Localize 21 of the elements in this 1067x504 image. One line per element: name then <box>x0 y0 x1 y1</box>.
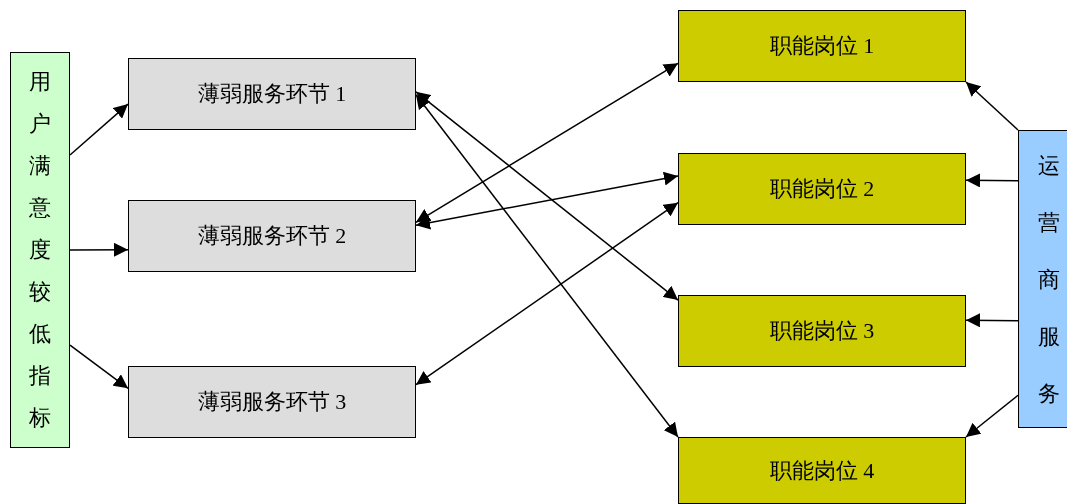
arrow <box>415 91 679 301</box>
arrow <box>965 394 1019 438</box>
arrow <box>415 62 679 224</box>
arrow <box>69 103 129 156</box>
arrow <box>415 201 679 386</box>
arrow <box>69 344 129 390</box>
role-box: 职能岗位 2 <box>678 153 966 225</box>
arrow <box>965 81 1019 131</box>
arrow <box>415 93 679 438</box>
arrow <box>69 242 129 257</box>
service-box: 运营商服务 <box>1018 130 1067 428</box>
role-box: 职能岗位 1 <box>678 10 966 82</box>
arrow <box>415 171 679 230</box>
process-box: 薄弱服务环节 3 <box>128 366 416 438</box>
arrow <box>965 313 1019 328</box>
process-box: 薄弱服务环节 1 <box>128 58 416 130</box>
process-box: 薄弱服务环节 2 <box>128 200 416 272</box>
role-box: 职能岗位 4 <box>678 437 966 504</box>
role-box: 职能岗位 3 <box>678 295 966 367</box>
indicator-box: 用户满意度较低指标 <box>10 52 70 448</box>
arrow <box>965 173 1019 188</box>
